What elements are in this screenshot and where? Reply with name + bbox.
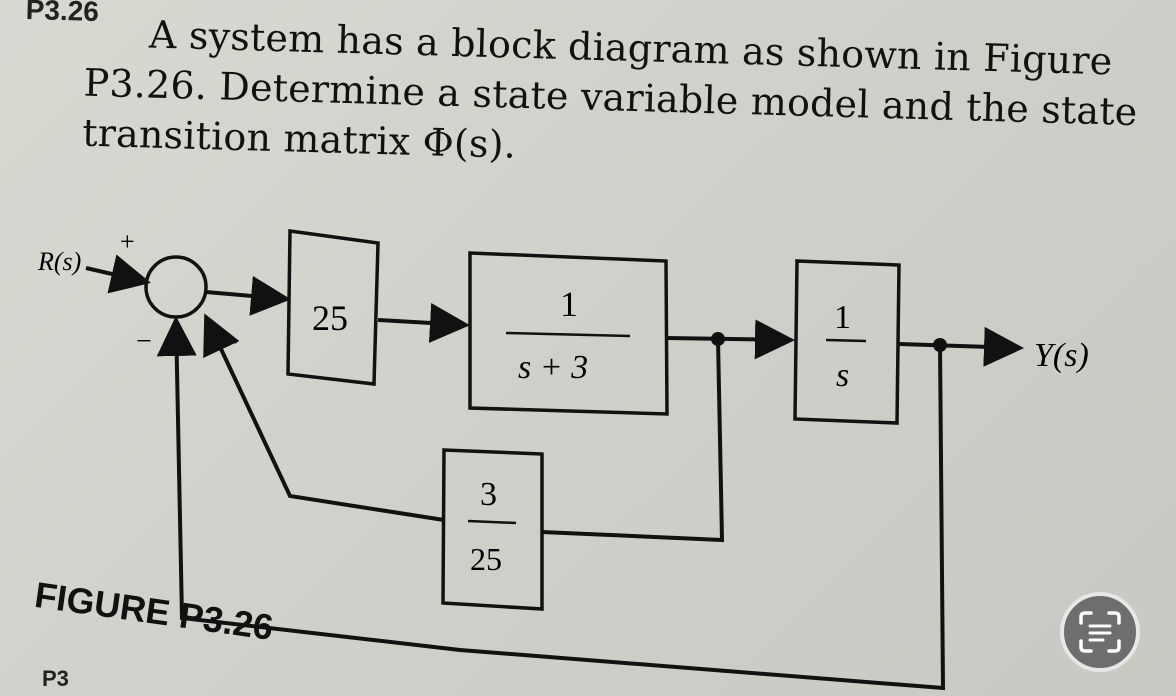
arrow-plant-to-integrator: [666, 319, 795, 360]
gain-value: 25: [312, 298, 348, 338]
inner-feedback-return: [203, 313, 445, 522]
feedback-fraction-bar: [467, 519, 517, 525]
feedback-denominator: 25: [470, 541, 502, 577]
sign-plus: +: [120, 227, 135, 256]
summing-junction: [144, 255, 208, 319]
plant-numerator: 1: [560, 284, 578, 324]
sign-minus-left: −: [136, 326, 152, 357]
integrator-block: [793, 259, 901, 425]
input-label: R(s): [37, 247, 81, 276]
arrow-sum-to-gain: [205, 275, 291, 316]
live-text-scan-button[interactable]: [1060, 592, 1140, 672]
plant-block: [468, 251, 669, 416]
integrator-numerator: 1: [834, 299, 851, 336]
feedback-numerator: 3: [480, 476, 497, 513]
gain-block: [286, 228, 380, 386]
plant-denominator: s + 3: [518, 349, 588, 386]
next-problem-fragment: P3: [42, 666, 69, 691]
input-arrow: [85, 254, 151, 294]
output-label: Y(s): [1034, 337, 1089, 374]
outer-feedback-path: [156, 316, 946, 691]
text-scan-icon: [1079, 611, 1121, 653]
integrator-fraction-bar: [825, 338, 867, 343]
integrator-denominator: s: [836, 357, 849, 394]
inner-feedback-path: [541, 338, 725, 543]
output-arrow: [898, 326, 1024, 367]
plant-fraction-bar: [505, 331, 631, 338]
feedback-block: [441, 448, 544, 611]
arrow-gain-to-tf: [377, 302, 470, 343]
